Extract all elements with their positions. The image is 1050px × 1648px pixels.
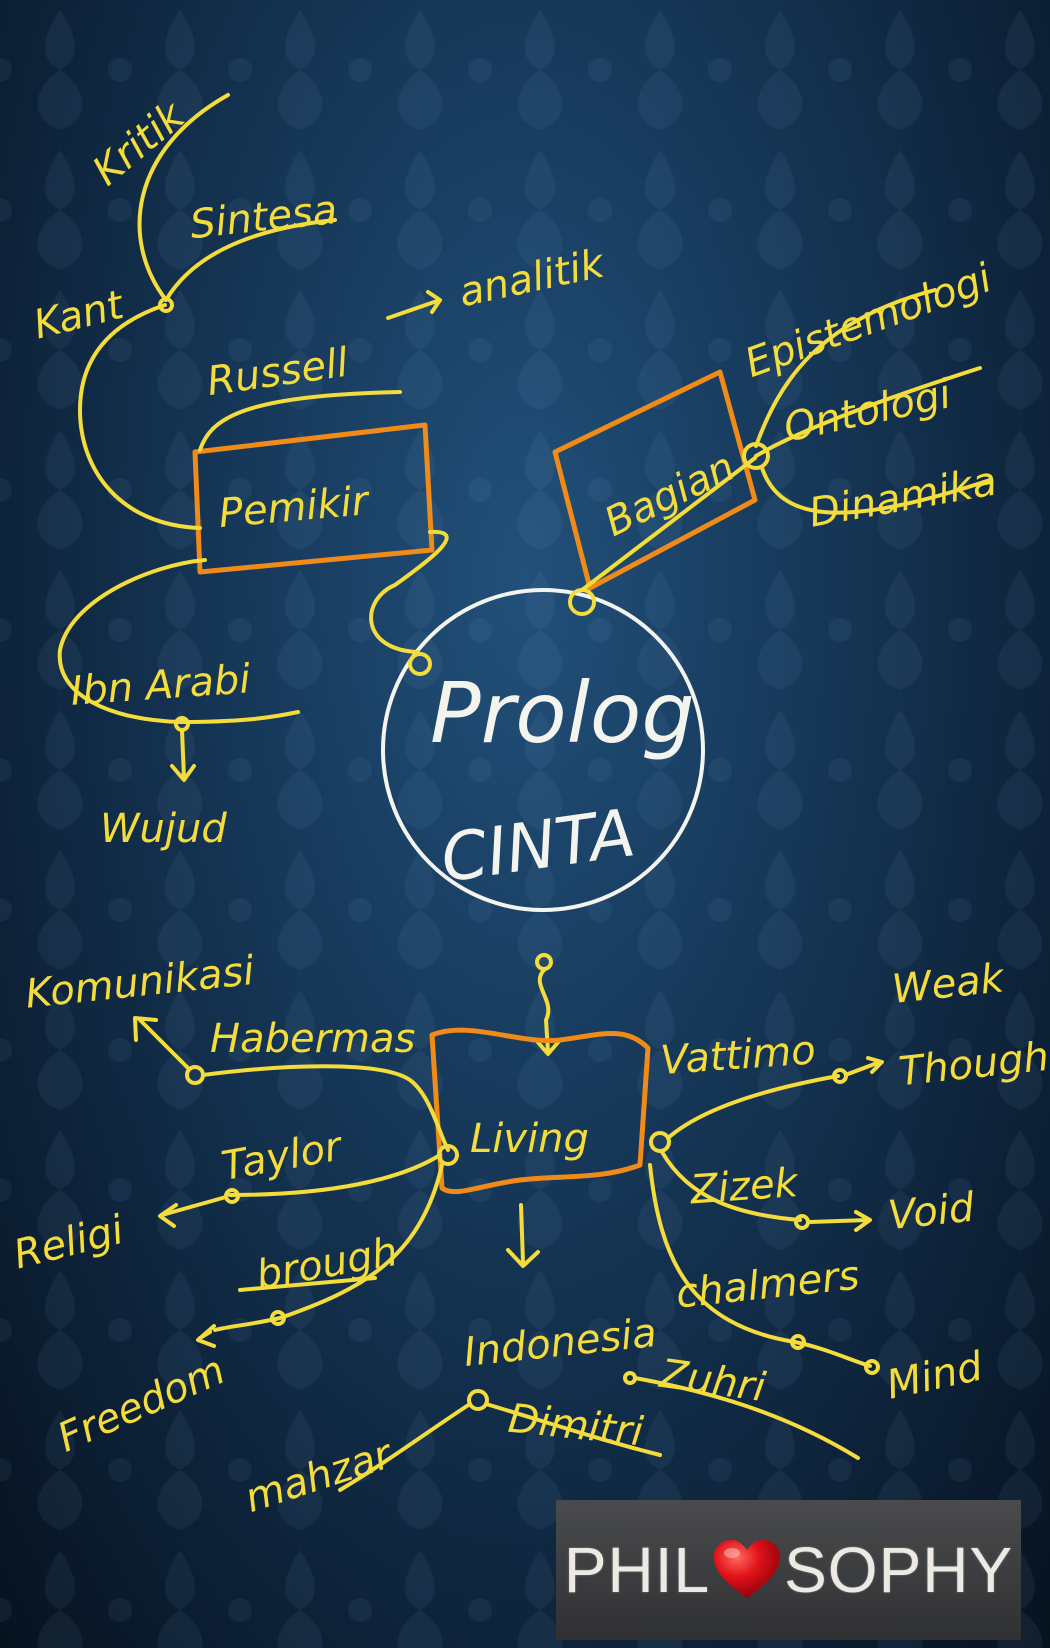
weak-thought-joint <box>832 1068 848 1084</box>
analitik-arrow <box>386 290 442 320</box>
kant-link <box>78 303 202 530</box>
epistemologi-link <box>754 288 937 448</box>
russell-link <box>198 390 402 452</box>
wujud-label: Wujud <box>100 806 227 852</box>
pemikir-connector <box>369 529 449 654</box>
center-circle <box>381 588 705 912</box>
thought-label: Thought <box>897 1032 1050 1095</box>
indonesia-hub <box>467 1389 489 1411</box>
taylor-label: Taylor <box>218 1123 347 1190</box>
dimitri-link <box>484 1402 662 1457</box>
dinamika-label: Dinamika <box>806 458 1001 536</box>
philosophy-badge: PHIL SOPHY <box>556 1500 1021 1640</box>
brough-underline <box>238 1276 377 1292</box>
bagian-label: Bagian <box>597 444 741 546</box>
taylor-link <box>228 1153 442 1197</box>
mind-joint <box>864 1359 880 1375</box>
chalmers-link <box>648 1163 872 1368</box>
sintesa-link <box>164 218 337 302</box>
bagian-branch: Bagian Epistemologi Ontologi Dinamika <box>552 255 1001 616</box>
living-branch: Living Habermas Komunikasi Taylor Religi… <box>9 948 1050 1522</box>
religi-arrow <box>158 1195 228 1228</box>
vattimo-label: Vattimo <box>659 1027 817 1084</box>
center-title: Prolog <box>430 664 695 762</box>
brough-link <box>213 1163 444 1332</box>
void-joint <box>794 1214 810 1230</box>
chalmers-joint <box>790 1334 806 1350</box>
living-connector <box>534 968 562 1056</box>
living-label: Living <box>470 1116 589 1162</box>
mind-label: Mind <box>883 1344 987 1409</box>
brough-joint <box>270 1310 286 1326</box>
badge-text-right: SOPHY <box>784 1534 1014 1606</box>
sintesa-label: Sintesa <box>188 187 340 248</box>
habermas-link <box>201 1064 450 1152</box>
indonesia-label: Indonesia <box>462 1310 659 1376</box>
ontologi-link <box>754 366 982 458</box>
mahzar-label: mahzar <box>240 1431 400 1522</box>
dimitri-label: Dimitri <box>506 1396 645 1456</box>
living-top-joint <box>535 953 553 971</box>
brough-label: brough <box>253 1229 401 1299</box>
center-node: Prolog CINTA <box>381 588 705 912</box>
komunikasi-arrow <box>133 1016 190 1070</box>
mahzar-link <box>338 1402 472 1492</box>
analitik-label: analitik <box>455 240 610 316</box>
chalmers-label: chalmers <box>674 1253 862 1318</box>
ibn-arabi-link <box>57 558 300 724</box>
habermas-label: Habermas <box>210 1016 415 1062</box>
weak-label: Weak <box>890 955 1008 1013</box>
dinamika-link <box>760 466 992 515</box>
komunikasi-label: Komunikasi <box>23 948 256 1018</box>
badge-text-left: PHIL <box>563 1534 711 1606</box>
void-label: Void <box>886 1184 977 1239</box>
bagian-connector <box>580 456 757 592</box>
vattimo-link <box>666 1074 840 1140</box>
weak-thought-arrow <box>846 1056 884 1076</box>
freedom-label: Freedom <box>51 1347 232 1461</box>
living-right-hub <box>649 1131 671 1153</box>
zuhri-label: Zuhri <box>656 1351 768 1411</box>
pemikir-joint <box>408 652 432 676</box>
ontologi-label: Ontologi <box>780 371 955 451</box>
void-arrow <box>808 1210 872 1232</box>
religi-label: Religi <box>9 1207 128 1279</box>
living-box <box>429 1027 651 1195</box>
pemikir-box <box>192 422 435 575</box>
heart-icon <box>714 1540 781 1598</box>
bagian-box <box>552 369 758 591</box>
kant-label: Kant <box>29 282 129 349</box>
wujud-arrow <box>170 728 196 782</box>
ibn-arabi-label: Ibn Arabi <box>69 656 252 714</box>
zuhri-link <box>633 1376 860 1460</box>
zizek-label: Zizek <box>688 1160 801 1214</box>
center-subtitle: CINTA <box>436 794 639 897</box>
kritik-link <box>137 93 230 302</box>
freedom-arrow <box>196 1324 216 1348</box>
indonesia-arrow <box>506 1203 540 1268</box>
kritik-label: Kritik <box>84 92 194 195</box>
pemikir-label: Pemikir <box>217 478 373 537</box>
epistemologi-label: Epistemologi <box>739 255 998 387</box>
zizek-link <box>660 1150 802 1222</box>
